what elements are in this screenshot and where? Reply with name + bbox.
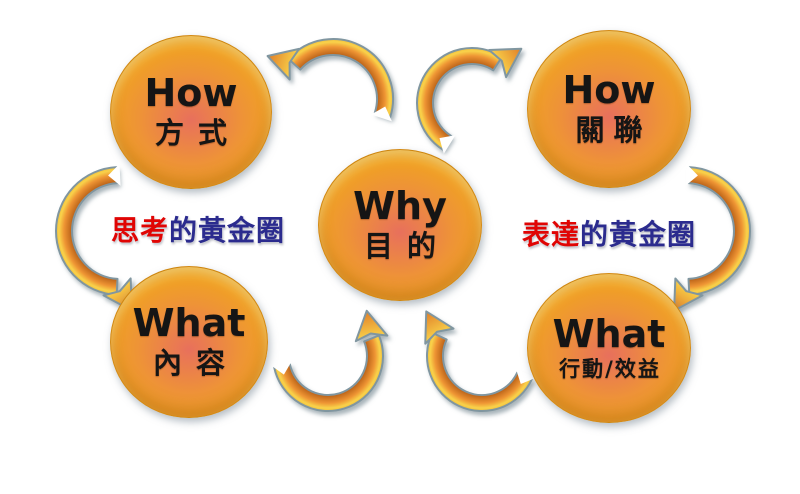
circle-why-purpose: Why 目的: [318, 149, 482, 301]
arrow-how-method-to-what-content-tail-notch: [108, 163, 121, 186]
circle-what-action: What 行動/效益: [527, 273, 691, 423]
arrow-why-to-how-method: [266, 38, 394, 119]
label-expressing-emphasis: 表達: [521, 218, 580, 251]
label-expressing-golden-circle: 表達的黃金圈: [497, 217, 721, 253]
circle-how-method-subtitle: 方式: [154, 116, 241, 150]
circle-how-connection-title: How: [562, 68, 656, 113]
circle-what-action-subtitle: 行動/效益: [559, 357, 661, 382]
arrow-how-connection-to-what-action-tail-notch: [685, 163, 698, 186]
arrow-why-to-how-connection: [416, 47, 523, 151]
circle-how-method-title: How: [144, 71, 238, 116]
arrow-what-content-to-why: [273, 309, 389, 412]
arrow-what-content-to-why-tail-notch: [270, 360, 293, 375]
arrow-what-action-to-why: [424, 310, 533, 412]
arrow-why-to-how-connection-tail-notch: [439, 135, 456, 154]
circle-what-content-subtitle: 內容: [152, 346, 239, 380]
circle-what-action-title: What: [552, 311, 666, 356]
arrow-what-action-to-why-tail-notch: [515, 368, 536, 385]
label-expressing-rest: 的黃金圈: [580, 218, 697, 251]
label-thinking-golden-circle: 思考的黃金圈: [86, 213, 310, 249]
circle-why-purpose-subtitle: 目的: [363, 229, 450, 263]
circle-why-purpose-title: Why: [353, 184, 447, 229]
label-thinking-emphasis: 思考: [110, 214, 169, 247]
circle-how-connection: How 關聯: [527, 30, 691, 188]
arrow-why-to-how-method-tail-notch: [371, 106, 392, 122]
circle-what-content-title: What: [132, 301, 246, 346]
circle-how-connection-subtitle: 關聯: [575, 113, 652, 147]
arrow-how-connection-to-what-action: [673, 166, 751, 312]
circle-what-content: What 內容: [110, 266, 268, 418]
circle-how-method: How 方式: [110, 35, 272, 189]
label-thinking-rest: 的黃金圈: [169, 214, 286, 247]
